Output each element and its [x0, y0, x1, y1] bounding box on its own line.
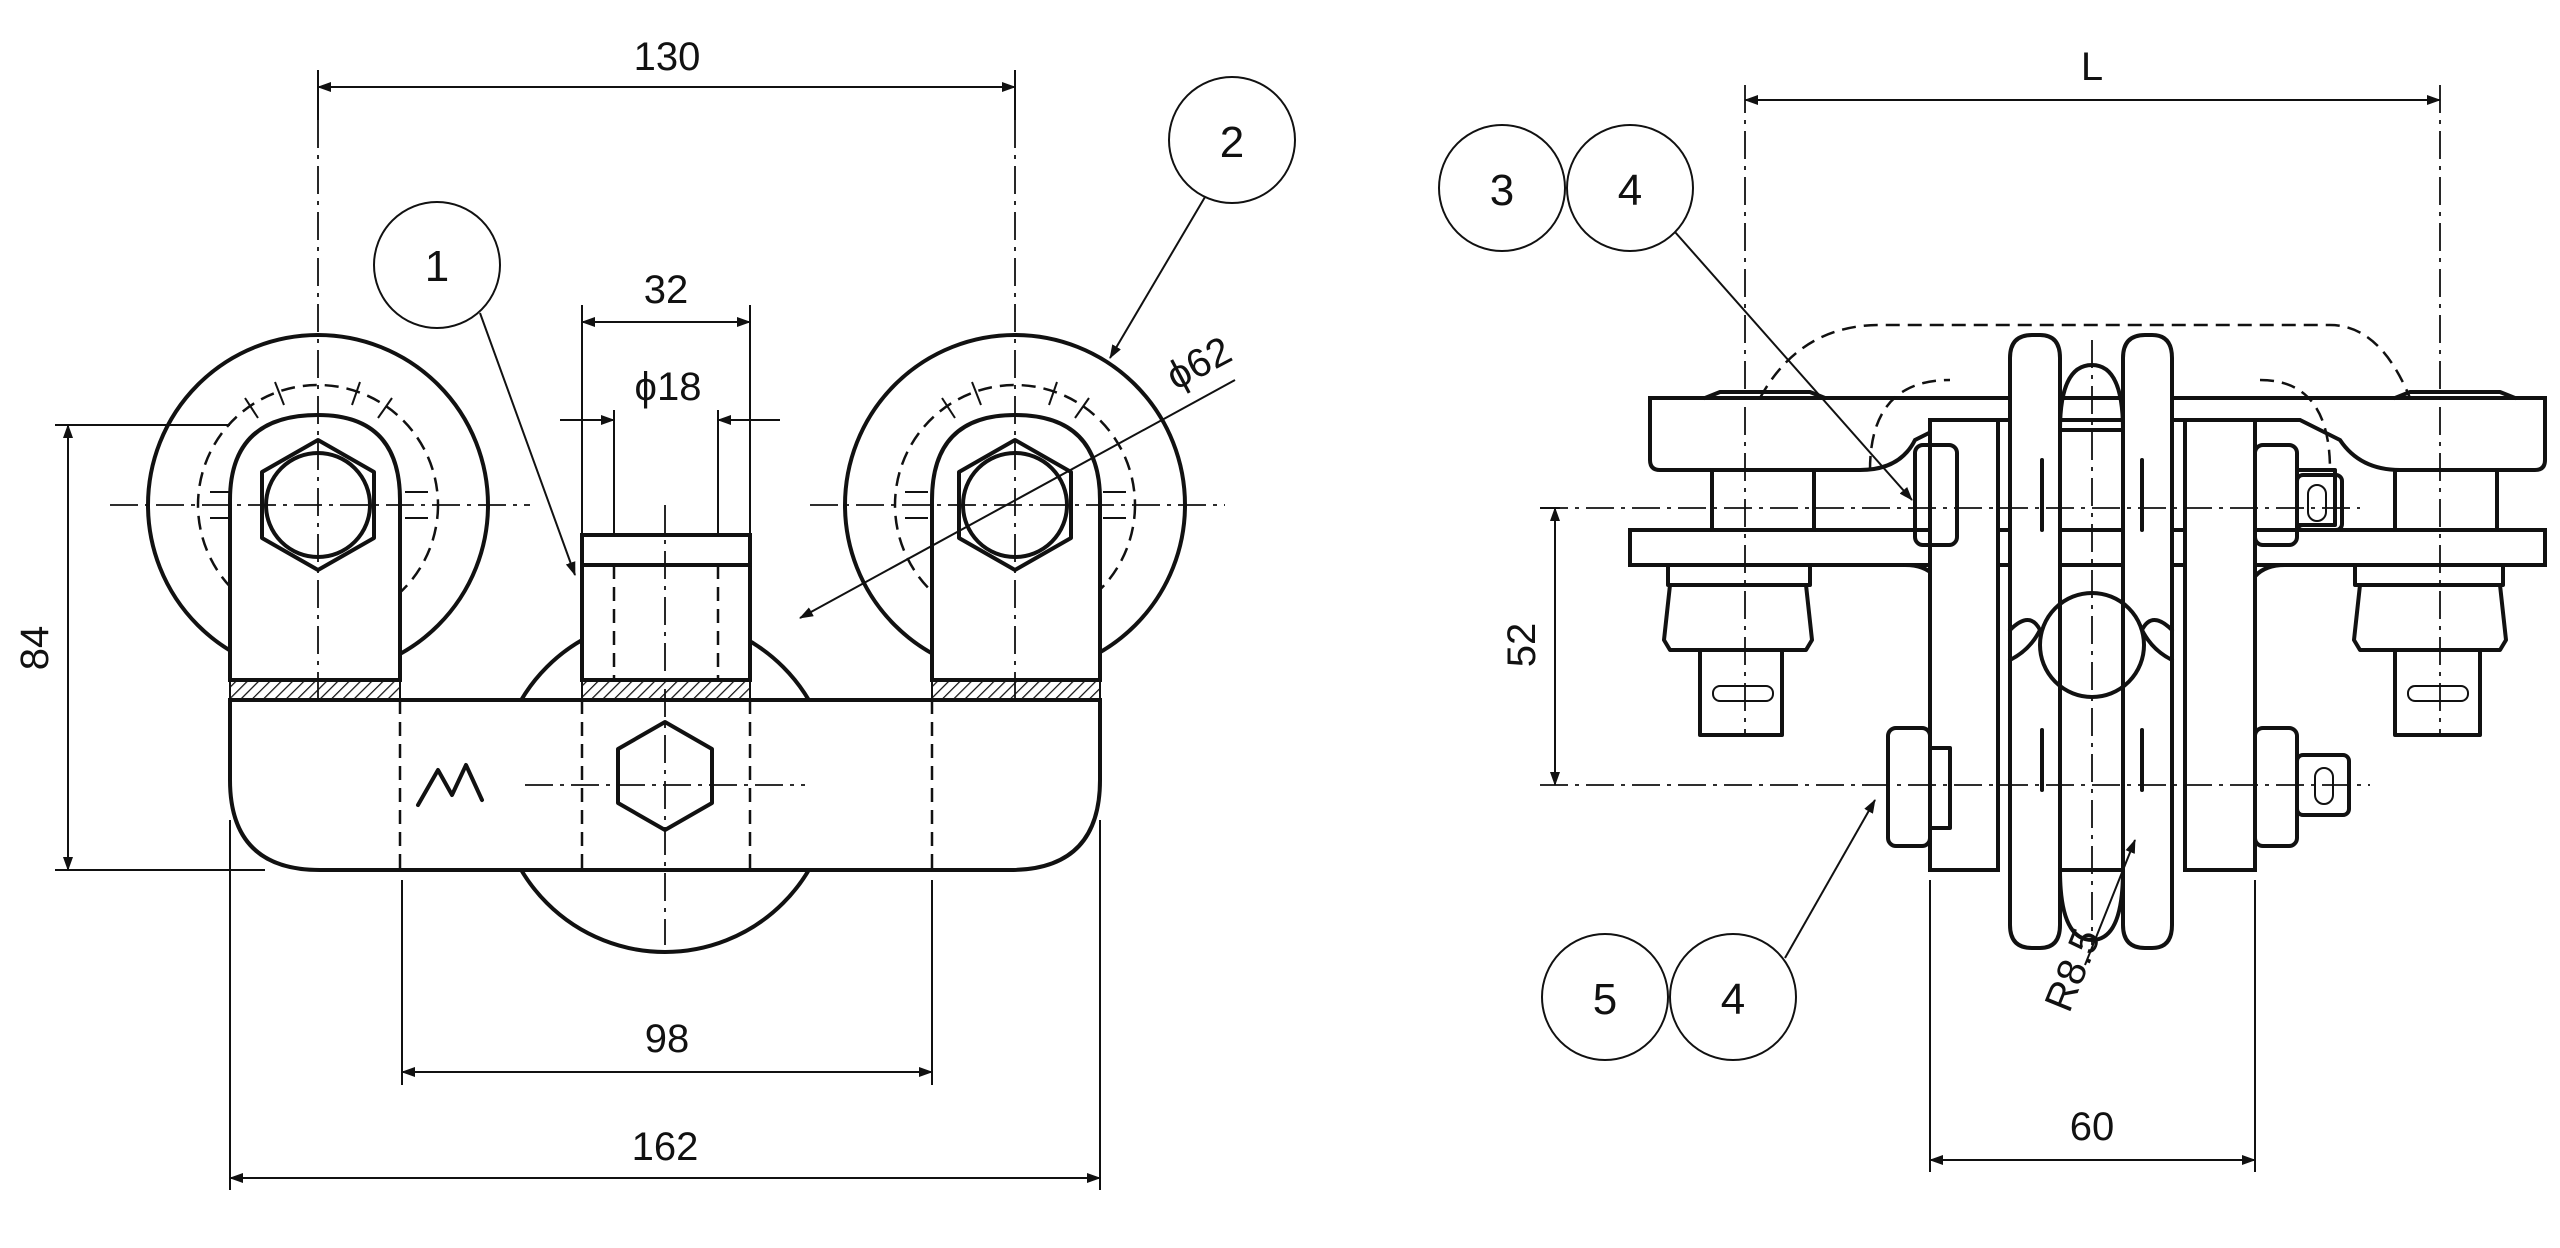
- callout-4-lower: 4: [1669, 799, 1876, 1061]
- top-cap-plate: [1648, 396, 2547, 472]
- left-spokes: [210, 381, 428, 519]
- dim-line-R: [2084, 839, 2136, 966]
- callout-3: 3: [1438, 124, 1566, 252]
- callout-3-label: 3: [1490, 166, 1514, 215]
- callout-1-label: 1: [425, 242, 449, 291]
- callout-1: 1: [373, 201, 576, 576]
- right-bolt-stack: [2352, 468, 2508, 737]
- hatch-middle: [581, 679, 751, 701]
- callout-5: 5: [1541, 933, 1669, 1061]
- right-side-plate: [2183, 418, 2257, 872]
- dim-line-62: [799, 379, 1236, 619]
- callout-5-label: 5: [1593, 975, 1617, 1024]
- dim-label-162: 162: [632, 1125, 699, 1169]
- dim-label-L: L: [2081, 45, 2103, 89]
- callout-4-lower-label: 4: [1721, 975, 1745, 1024]
- dim-label-32: 32: [644, 268, 689, 312]
- left-side-plate: [1928, 418, 2000, 872]
- hatch-right: [931, 679, 1101, 701]
- dim-label-60: 60: [2070, 1105, 2115, 1149]
- dim-label-62: ϕ62: [1159, 328, 1239, 398]
- callout-2: 2: [1109, 76, 1296, 359]
- dim-label-98: 98: [645, 1017, 690, 1061]
- middle-block: [580, 533, 752, 682]
- front-view: 130 32 ϕ18 98 162 84 ϕ62 1 2: [13, 35, 1296, 1190]
- dim-label-84: 84: [13, 626, 57, 671]
- upper-axle: [1913, 443, 2344, 547]
- sheave: [2008, 333, 2174, 950]
- side-view: L 52 60 R8.5 3 4 5 4: [1438, 45, 2547, 1172]
- hatch-left: [229, 679, 401, 701]
- left-bolt-stack: [1662, 468, 1816, 737]
- dim-label-52: 52: [1500, 623, 1544, 668]
- callout-4-upper: 4: [1566, 124, 1913, 501]
- dim-label-130: 130: [634, 35, 701, 79]
- callout-4-upper-label: 4: [1618, 166, 1642, 215]
- base-flange: [1628, 528, 2547, 567]
- callout-2-label: 2: [1220, 118, 1244, 167]
- right-spokes: [905, 381, 1126, 519]
- dim-label-18: ϕ18: [635, 365, 702, 409]
- brand-logo: [416, 763, 484, 807]
- top-dashed-arch: [1758, 323, 2412, 399]
